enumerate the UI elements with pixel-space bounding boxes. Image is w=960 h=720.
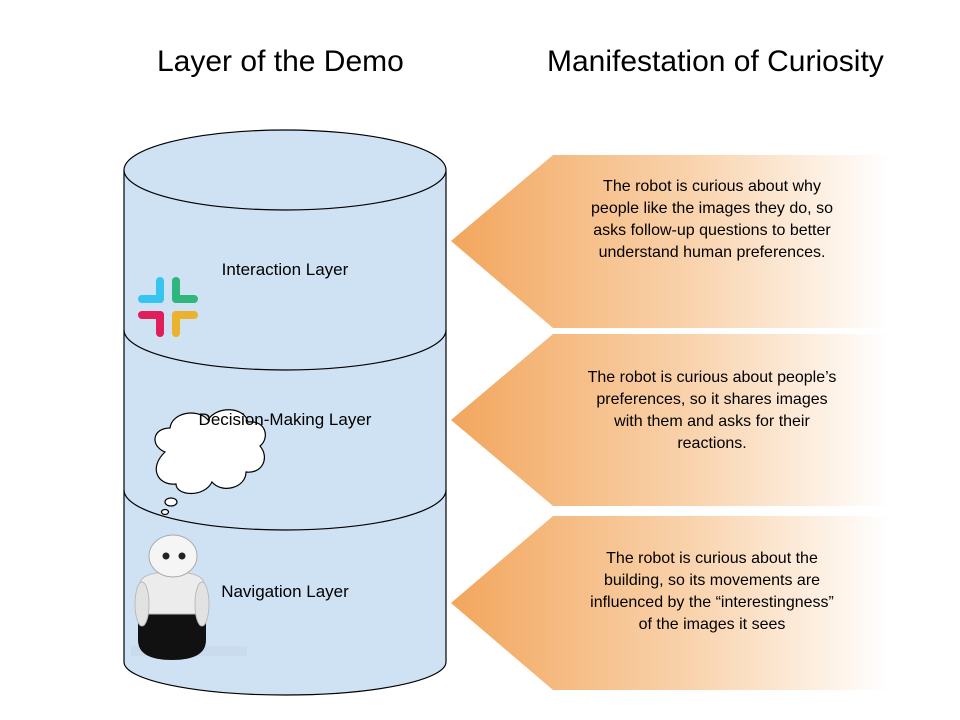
callout-text-interaction: The robot is curious about why people li… [591,178,833,261]
slack-logo-icon [138,277,198,337]
interaction-layer-label: Interaction Layer [221,260,349,279]
callout-text-decision-making: The robot is curious about people’s pref… [587,369,837,452]
column-header-manifestation: Manifestation of Curiosity [547,45,884,78]
layer-divider-upper [123,329,447,371]
layer-divider-lower [123,489,447,531]
robot-icon [131,534,247,660]
database-cylinder [123,129,447,696]
thought-bubble-icon [154,409,266,516]
callout-arrow-3 [451,516,890,690]
cylinder-top [123,129,447,211]
column-header-layer: Layer of the Demo [157,45,404,78]
decision-making-layer-label: Decision-Making Layer [198,410,372,429]
callout-arrow-2 [451,334,890,506]
callout-text-navigation: The robot is curious about the building,… [590,550,834,633]
cylinder-body [123,170,447,696]
navigation-layer-label: Navigation Layer [221,582,349,601]
callout-arrow-1 [451,155,890,328]
